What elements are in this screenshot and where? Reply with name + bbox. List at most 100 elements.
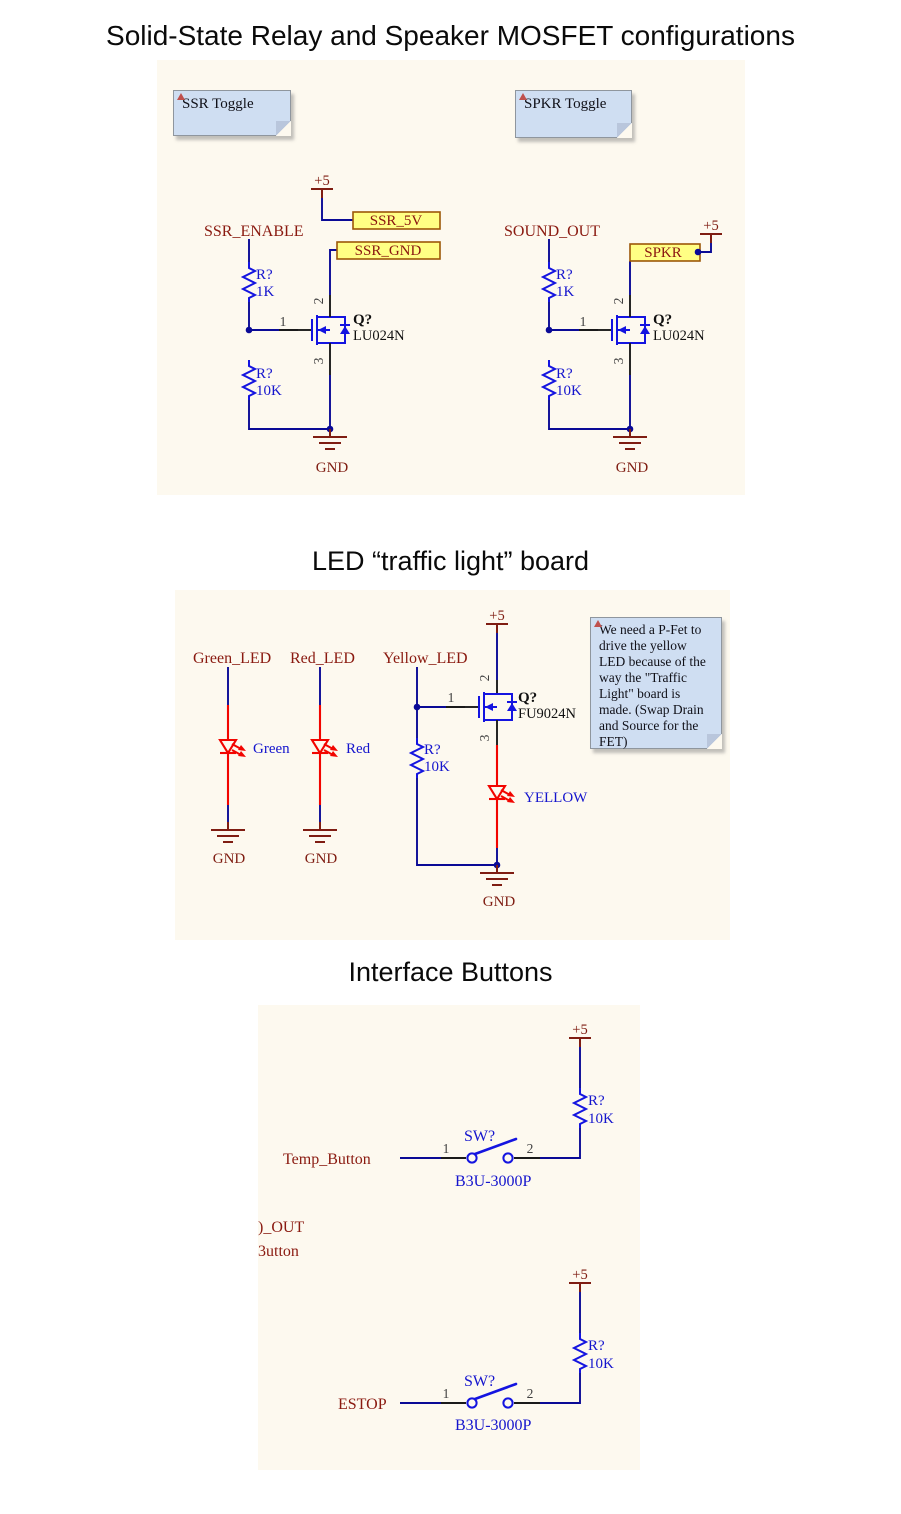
power-bar-icon: [568, 1282, 592, 1293]
power-label: +5: [703, 218, 718, 234]
gnd-icon: [210, 821, 246, 843]
ssr-circuit: +5 SSR_5V SSR_ENABLE R? 1K 1 R? 10K: [204, 173, 441, 476]
pin-number: 1: [443, 1141, 450, 1156]
pin-number: 3: [611, 357, 626, 364]
resistor-icon: [573, 1332, 587, 1374]
note-marker-icon: [594, 620, 602, 627]
wire: [329, 249, 337, 295]
power-label: +5: [314, 173, 329, 189]
wire: [416, 778, 497, 866]
pin-number: 1: [448, 690, 455, 705]
ssr-spkr-canvas: +5 SSR_5V SSR_ENABLE R? 1K 1 R? 10K: [204, 173, 723, 476]
resistor-designator: R?: [256, 366, 273, 382]
resistor-designator: R?: [588, 1093, 605, 1109]
green-led-branch: Green_LED Green GND: [193, 650, 290, 867]
resistor-value: 10K: [588, 1111, 614, 1127]
note-text: SPKR Toggle: [524, 96, 607, 112]
note-text: We need a P-Fet to drive the yellow LED …: [599, 622, 706, 749]
resistor-icon: [542, 261, 556, 303]
gnd-label: GND: [213, 851, 246, 867]
net-label-estop: ESTOP: [338, 1396, 387, 1413]
sticky-note-spkr-toggle: SPKR Toggle: [515, 90, 632, 138]
resistor-value: 1K: [256, 284, 275, 300]
transistor-part: LU024N: [353, 328, 405, 344]
net-label-clipped: 3utton: [258, 1243, 299, 1260]
switch-designator: SW?: [464, 1373, 495, 1390]
resistor-icon: [410, 737, 424, 779]
power-bar-icon: [568, 1037, 592, 1048]
note-text: SSR Toggle: [182, 96, 254, 112]
mosfet-icon: [597, 314, 651, 346]
transistor-designator: Q?: [653, 312, 672, 328]
section-title-led: LED “traffic light” board: [311, 546, 590, 576]
net-label-yellow-led: Yellow_LED: [383, 650, 468, 667]
wire: [248, 400, 330, 430]
note-marker-icon: [519, 93, 527, 100]
yellow-led-branch: Yellow_LED 1 R? 10K +5 2 3 Q? FU9024: [383, 608, 588, 910]
pin-number: 2: [311, 298, 326, 305]
note-fold-icon: [276, 121, 291, 136]
switch-contact-icon: [502, 1152, 514, 1164]
switch-part: B3U-3000P: [455, 1417, 532, 1434]
mosfet-icon: [464, 691, 518, 723]
pin-number: 1: [443, 1386, 450, 1401]
switch-contact-icon: [502, 1397, 514, 1409]
note-fold-icon: [617, 123, 632, 138]
note-marker-icon: [177, 93, 185, 100]
switch-contact-icon: [466, 1152, 478, 1164]
resistor-value: 10K: [588, 1356, 614, 1372]
pin-number: 2: [527, 1141, 534, 1156]
port-label: SSR_5V: [370, 213, 423, 229]
resistor-designator: R?: [556, 366, 573, 382]
net-label-ssr-enable: SSR_ENABLE: [204, 223, 304, 240]
estop-circuit: +5 R? 10K ESTOP SW? 1 2 B3U-3000P: [338, 1267, 614, 1434]
pin-number: 3: [311, 357, 326, 364]
temp-button-circuit: +5 R? 10K Temp_Button SW? 1 2 B3U-3000P: [283, 1022, 614, 1190]
led-color-label: Green: [253, 741, 290, 757]
led-icon: [310, 738, 340, 759]
wire: [540, 1373, 581, 1404]
port-ssr-5v: [352, 211, 441, 230]
pin-number: 1: [280, 314, 287, 329]
gnd-icon: [612, 428, 648, 450]
switch-designator: SW?: [464, 1128, 495, 1145]
pin-number: 2: [477, 675, 492, 682]
led-icon: [218, 738, 248, 759]
power-label: +5: [572, 1022, 587, 1038]
red-led-branch: Red_LED Red GND: [290, 650, 371, 867]
note-fold-icon: [707, 734, 722, 749]
resistor-icon: [573, 1087, 587, 1129]
net-label-green-led: Green_LED: [193, 650, 271, 667]
mosfet-icon: [297, 314, 351, 346]
switch-contact-icon: [466, 1397, 478, 1409]
resistor-value: 10K: [256, 383, 282, 399]
sticky-note-ssr-toggle: SSR Toggle: [173, 90, 291, 136]
switch-lever-icon: [473, 1382, 518, 1401]
schematic-led-board: Green_LED Green GND Red_LED Red: [175, 590, 730, 940]
sticky-note-pfet: We need a P-Fet to drive the yellow LED …: [590, 617, 722, 749]
resistor-icon: [242, 261, 256, 303]
switch-lever-icon: [473, 1137, 518, 1156]
gnd-icon: [479, 864, 515, 886]
resistor-designator: R?: [556, 267, 573, 283]
wire: [321, 198, 353, 221]
gnd-icon: [312, 428, 348, 450]
spkr-circuit: SOUND_OUT R? 1K 1 R? 10K 2 3 Q? LU024N: [504, 218, 723, 476]
wire: [698, 243, 712, 253]
gnd-label: GND: [305, 851, 338, 867]
wire: [540, 1128, 581, 1159]
power-bar-icon: [310, 188, 334, 199]
led-canvas: Green_LED Green GND Red_LED Red: [193, 608, 588, 910]
gnd-icon: [302, 821, 338, 843]
port-ssr-gnd: [336, 241, 441, 260]
resistor-value: 1K: [556, 284, 575, 300]
resistor-designator: R?: [588, 1338, 605, 1354]
power-bar-icon: [485, 623, 509, 634]
junction-dot: [245, 326, 253, 334]
led-color-label: YELLOW: [524, 790, 588, 806]
schematic-buttons: +5 R? 10K Temp_Button SW? 1 2 B3U-3000P: [258, 1005, 640, 1470]
switch-part: B3U-3000P: [455, 1173, 532, 1190]
resistor-icon: [242, 359, 256, 401]
power-bar-icon: [699, 233, 723, 244]
